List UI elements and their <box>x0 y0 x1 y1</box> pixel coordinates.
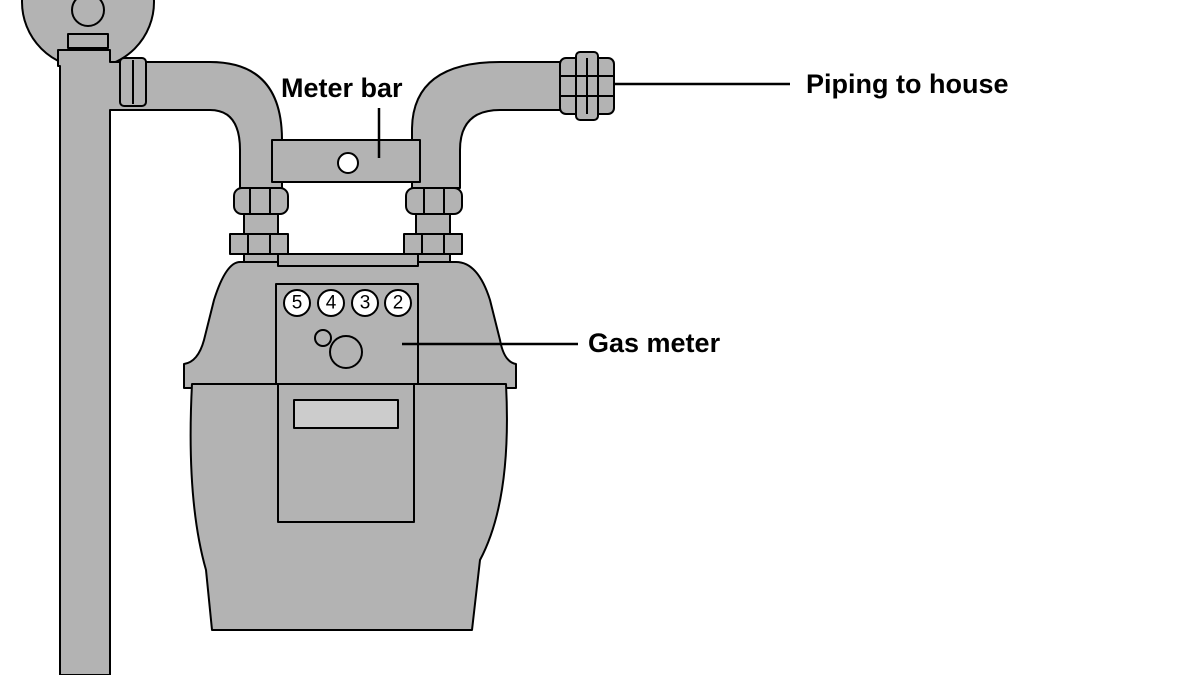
outlet-union <box>559 51 615 121</box>
gas-meter-body <box>183 253 517 631</box>
right-nuts <box>403 187 463 265</box>
meter-bar-label: Meter bar <box>281 73 403 103</box>
meter-bar-hole <box>337 152 359 174</box>
dial-4-digit: 2 <box>393 293 404 314</box>
dial-3-digit: 3 <box>360 293 371 314</box>
inlet-pipe <box>57 49 283 675</box>
large-knob <box>329 335 363 369</box>
left-nuts <box>229 187 289 265</box>
dial-3 <box>351 289 379 317</box>
dials: 5 4 3 2 <box>283 289 412 317</box>
dial-1 <box>283 289 311 317</box>
dial-2-digit: 4 <box>326 293 337 314</box>
dial-4 <box>384 289 412 317</box>
small-knob <box>314 329 332 347</box>
dial-1-digit: 5 <box>292 293 303 314</box>
piping-to-house-label: Piping to house <box>806 69 1009 99</box>
regulator-collar <box>67 33 109 49</box>
regulator <box>21 0 155 69</box>
display-window <box>293 399 399 429</box>
gas-meter-label: Gas meter <box>588 328 721 358</box>
outlet-pipe <box>411 61 566 189</box>
dial-2 <box>317 289 345 317</box>
regulator-knob <box>71 0 105 27</box>
